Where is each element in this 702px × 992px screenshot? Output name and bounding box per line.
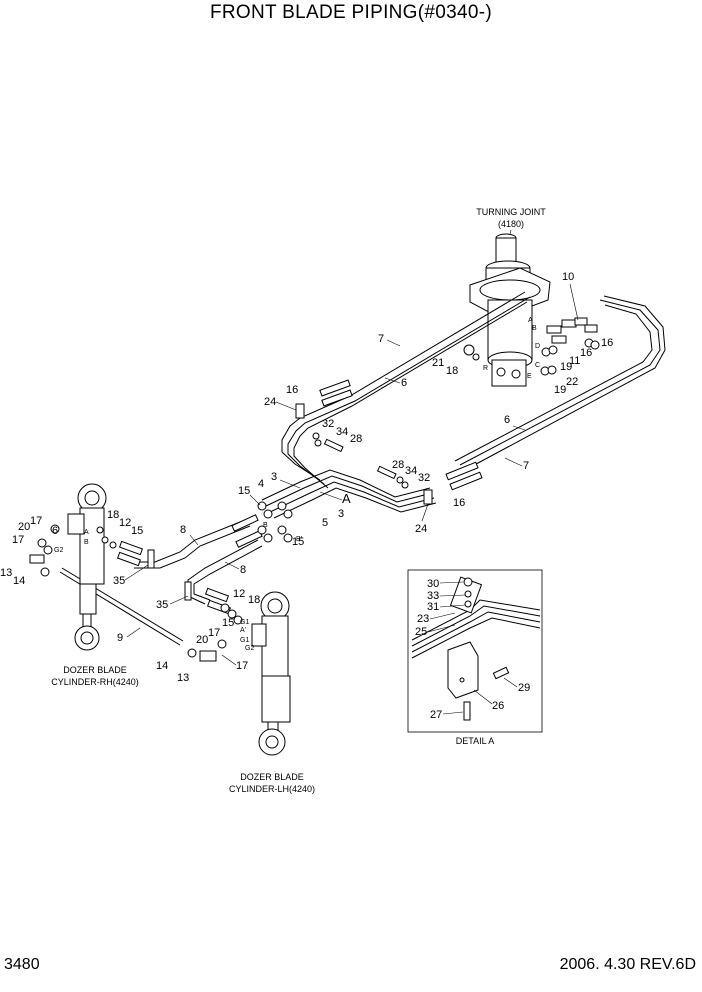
callout: 10 — [562, 271, 574, 283]
callout: 28 — [350, 433, 362, 445]
callout: 23 — [417, 613, 429, 625]
turning-joint-caption-1: TURNING JOINT — [476, 207, 546, 217]
detail-ref-letter: A — [342, 491, 351, 506]
port-R: R — [483, 365, 488, 372]
callout: 25 — [415, 626, 427, 638]
turning-joint-caption-2: (4180) — [498, 219, 524, 229]
callout: 24 — [415, 523, 427, 535]
callout: 17 — [208, 627, 220, 639]
port-B-tj: B — [532, 325, 537, 332]
callout: 6 — [52, 525, 58, 537]
cyl-rh-caption-1: DOZER BLADE — [63, 665, 127, 675]
dozer-blade-cylinder-lh: A' G1 G2 B' B DOZER BLADE CYLINDER-LH(42… — [187, 522, 315, 794]
port-A-prime: A' — [240, 627, 246, 634]
callout: 17 — [30, 515, 42, 527]
callout: 17 — [12, 534, 24, 546]
callout: 19 — [554, 384, 566, 396]
callout: 32 — [322, 418, 334, 430]
port-G1: G1 — [240, 637, 249, 644]
callout: 35 — [113, 575, 125, 587]
callout: 27 — [430, 709, 442, 721]
port-B-mid: B — [263, 522, 268, 529]
callout: 16 — [286, 384, 298, 396]
callout: 13 — [177, 672, 189, 684]
port-A-rh: A — [84, 529, 89, 536]
callout: 26 — [492, 700, 504, 712]
cyl-lh-caption-2: CYLINDER-LH(4240) — [229, 784, 315, 794]
callout: 31 — [427, 601, 439, 613]
port-E: E — [527, 373, 532, 380]
cyl-lh-caption-1: DOZER BLADE — [240, 772, 304, 782]
page-title: FRONT BLADE PIPING(#0340-) — [210, 2, 492, 23]
callout: 17 — [236, 660, 248, 672]
callout: 15 — [292, 536, 304, 548]
detail-caption: DETAIL A — [456, 736, 495, 746]
callout: 18 — [248, 594, 260, 606]
callout: 20 — [196, 634, 208, 646]
callout: 6 — [401, 377, 407, 389]
callout: 6 — [504, 414, 510, 426]
callout: 19 — [560, 361, 572, 373]
callout: 11 — [569, 355, 580, 367]
callout: 13 — [0, 567, 12, 579]
callout: 7 — [378, 333, 384, 345]
callout: 7 — [523, 460, 529, 472]
callout: 34 — [405, 465, 417, 477]
callout: 16 — [453, 497, 465, 509]
port-G2-rh: G2 — [54, 547, 63, 554]
callout: G1 — [240, 619, 249, 626]
page-number: 3480 — [4, 956, 40, 973]
callout: 34 — [336, 426, 348, 438]
callout: 14 — [13, 575, 25, 587]
callout: 8 — [240, 564, 246, 576]
hose-ends — [116, 379, 483, 615]
callout: 21 — [432, 357, 444, 369]
callout: 15 — [131, 525, 143, 537]
callout: 12 — [233, 588, 245, 600]
callout-numbers: 10 16 16 11 19 22 19 21 18 7 6 6 7 16 24… — [0, 271, 613, 721]
callout: 29 — [518, 682, 530, 694]
port-B-rh: B — [84, 539, 89, 546]
turning-joint: TURNING JOINT (4180) R D C E B A — [469, 207, 551, 387]
callout: 18 — [107, 509, 119, 521]
callout: 9 — [117, 632, 123, 644]
callout: 8 — [180, 524, 186, 536]
callout: 32 — [418, 472, 430, 484]
callout: 12 — [119, 517, 131, 529]
detail-a: DETAIL A — [407, 569, 543, 746]
callout: 35 — [156, 599, 168, 611]
port-B-prime: B' — [296, 536, 302, 543]
callout: 24 — [264, 396, 276, 408]
cyl-rh-caption-2: CYLINDER-RH(4240) — [51, 677, 139, 687]
callout: 15 — [222, 617, 234, 629]
callout: 5 — [322, 517, 328, 529]
dozer-blade-cylinder-rh: A B G2 DOZER BLADE CYLINDER-RH(4240) — [29, 483, 139, 687]
callout: 33 — [427, 590, 439, 602]
callout: 22 — [566, 376, 578, 388]
callout: 18 — [446, 365, 458, 377]
callout: 28 — [392, 459, 404, 471]
tj-fittings — [463, 317, 600, 376]
callout: 16 — [580, 347, 592, 359]
port-G2-lh: G2 — [245, 645, 254, 652]
callout: 3 — [271, 471, 277, 483]
port-A-tj: A — [528, 317, 533, 324]
callout: 16 — [601, 337, 613, 349]
date-revision: 2006. 4.30 REV.6D — [559, 956, 696, 973]
callout: 14 — [156, 660, 168, 672]
pipes — [59, 291, 666, 646]
callout: 30 — [427, 578, 439, 590]
callout: 15 — [238, 485, 250, 497]
callout: 20 — [18, 521, 30, 533]
port-C: C — [535, 362, 540, 369]
callout: 3 — [338, 508, 344, 520]
port-D: D — [535, 343, 540, 350]
callout: 4 — [258, 478, 264, 490]
